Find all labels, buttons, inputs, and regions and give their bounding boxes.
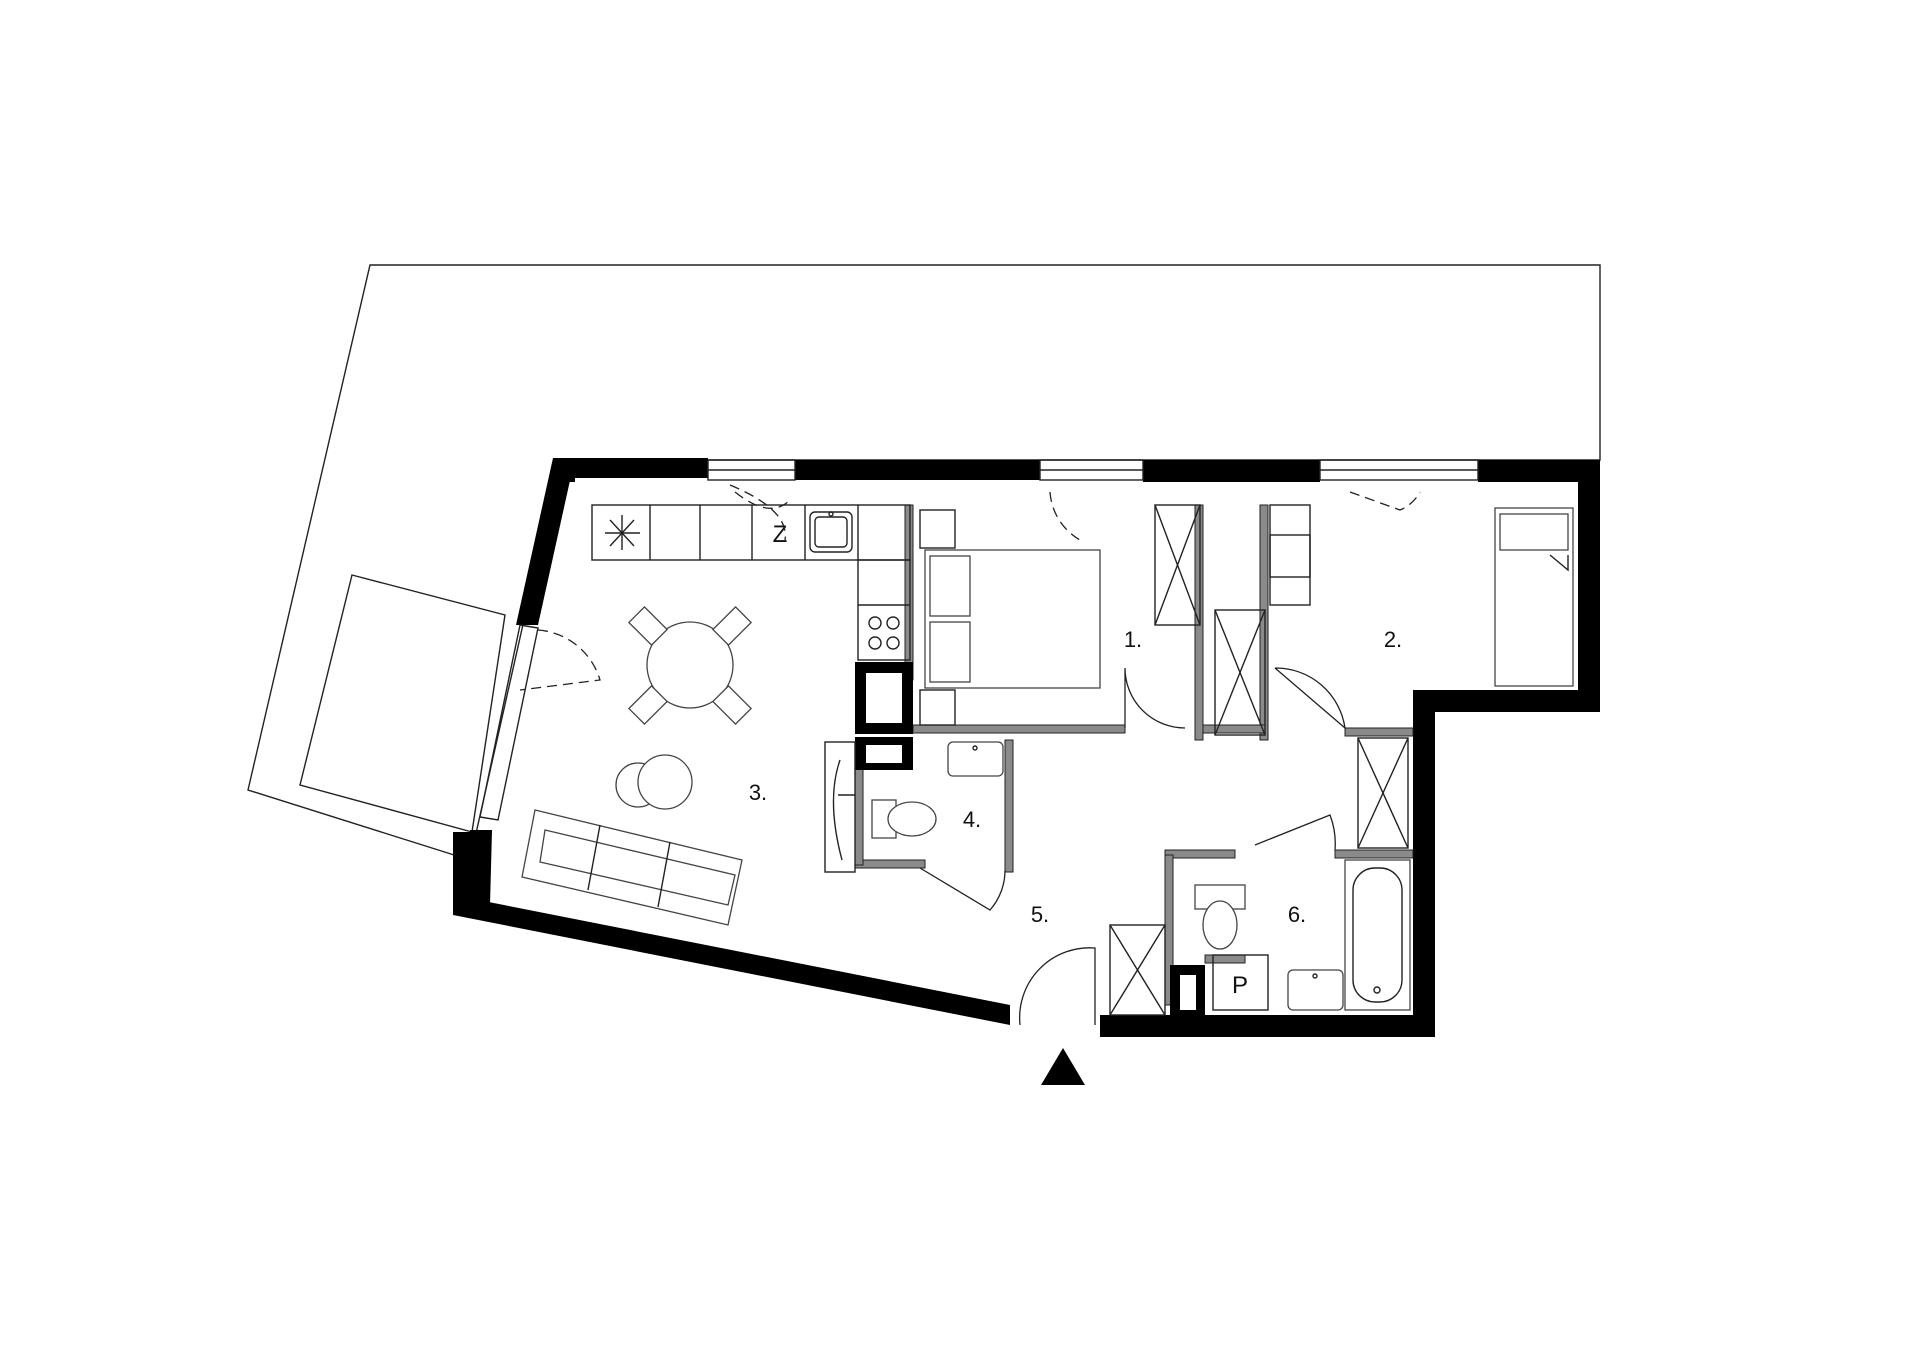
dishwasher-icon	[605, 515, 640, 550]
desk-chair-icon	[1269, 534, 1311, 578]
room-label-5: 5.	[1031, 902, 1049, 927]
installation-shafts	[855, 662, 1205, 1015]
doors	[519, 491, 1421, 1026]
sofa-icon	[521, 809, 743, 926]
kitchen-counter: Z	[591, 484, 911, 661]
tv-cabinet-icon	[824, 741, 856, 873]
wardrobes	[1109, 504, 1409, 1016]
wc-sink-icon	[947, 741, 1004, 777]
toilet-icon	[871, 799, 937, 839]
single-bed-icon	[1494, 507, 1574, 687]
bath-toilet-icon	[1194, 884, 1246, 950]
bath-sink-icon	[1287, 969, 1344, 1011]
exterior-walls	[453, 458, 1600, 1037]
windows	[479, 459, 1479, 821]
entrance-arrow-icon	[1041, 1048, 1085, 1085]
dining-table-icon	[627, 605, 753, 726]
boiler-box	[1212, 954, 1269, 1011]
terrace-outline	[247, 264, 1601, 861]
bed-icon	[919, 509, 1101, 726]
room-label-6: 6.	[1288, 902, 1306, 927]
bathtub-icon	[1344, 859, 1411, 1011]
coffee-table-icon	[615, 754, 693, 810]
stove-icon	[868, 616, 900, 650]
boiler-mark: P	[1232, 972, 1248, 999]
sink-icon	[809, 511, 853, 553]
balcony-slab	[299, 574, 506, 833]
desk-icon	[1269, 504, 1311, 606]
room-label-4: 4.	[963, 807, 981, 832]
room-label-3: 3.	[749, 780, 767, 805]
room-label-1: 1.	[1124, 627, 1142, 652]
fridge-mark: Z	[773, 521, 788, 548]
room-label-2: 2.	[1384, 627, 1402, 652]
